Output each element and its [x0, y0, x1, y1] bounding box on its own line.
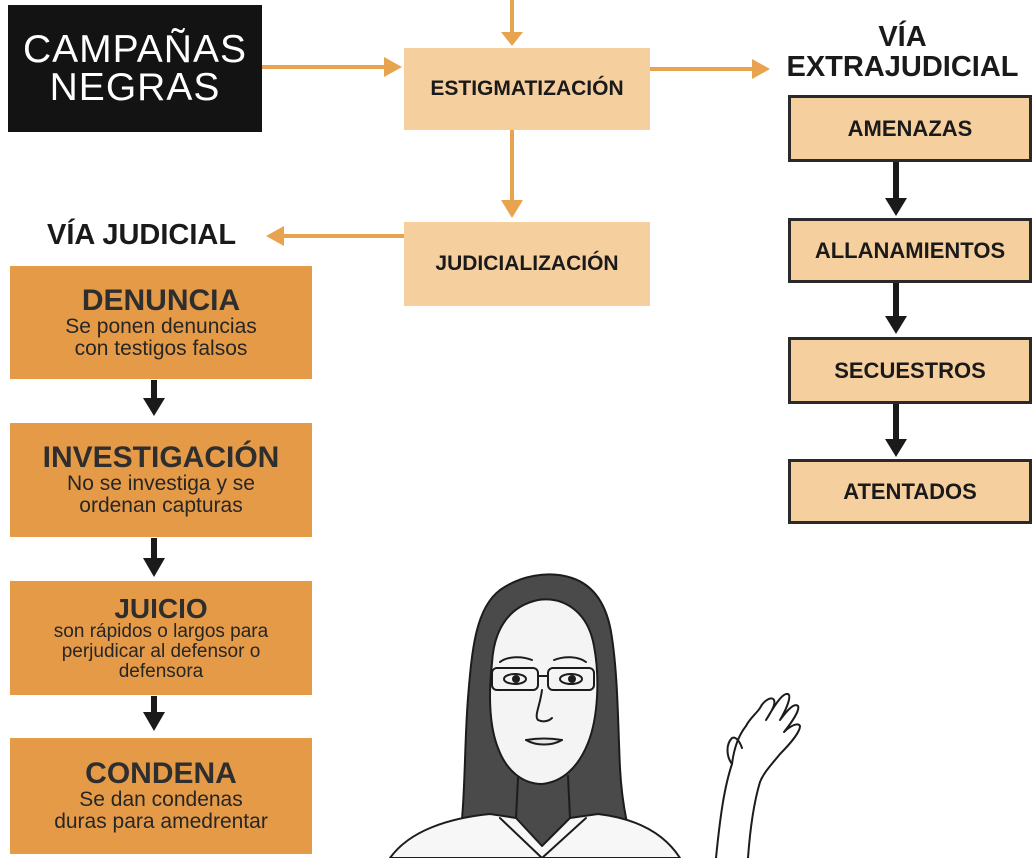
arrowhead-campanas: [384, 57, 402, 77]
judicial-step-condena: CONDENA Se dan condenas duras para amedr…: [10, 738, 312, 854]
neck-shape: [515, 775, 571, 819]
investigacion-title: INVESTIGACIÓN: [42, 441, 280, 474]
extrajudicial-step-amenazas: AMENAZAS: [788, 95, 1032, 162]
arrowhead-denuncia: [143, 398, 165, 416]
campanas-line2: NEGRAS: [49, 65, 221, 109]
arrowhead-via-judicial: [266, 226, 284, 246]
eye-left: [503, 673, 527, 685]
amenazas-label: AMENAZAS: [847, 115, 973, 141]
arrowhead-investigacion: [143, 558, 165, 577]
pupil-right: [568, 675, 576, 683]
arrowhead-extrajudicial: [752, 59, 770, 79]
juicio-line2: perjudicar al defensor o: [61, 640, 261, 662]
extrajudicial-step-atentados: ATENTADOS: [788, 459, 1032, 524]
investigacion-line2: ordenan capturas: [79, 494, 243, 517]
juicio-title: JUICIO: [114, 592, 208, 624]
extrajudicial-step-allanamientos: ALLANAMIENTOS: [788, 218, 1032, 283]
mouth-line: [525, 737, 563, 741]
face-shape: [489, 598, 599, 785]
condena-title: CONDENA: [85, 757, 237, 790]
campanas-line1: CAMPAÑAS: [23, 27, 247, 71]
nose: [535, 689, 553, 723]
judicial-step-denuncia: DENUNCIA Se ponen denuncias con testigos…: [10, 266, 312, 379]
via-extrajudicial-line1: VÍA: [878, 21, 927, 53]
eye-right: [559, 673, 583, 685]
estigmatizacion-box: ESTIGMATIZACIÓN: [404, 48, 650, 130]
via-judicial-heading: VÍA JUDICIAL: [47, 219, 237, 251]
condena-line2: duras para amedrentar: [54, 810, 268, 833]
via-extrajudicial-line2: EXTRAJUDICIAL: [786, 51, 1019, 83]
judicializacion-label: JUDICIALIZACIÓN: [435, 252, 619, 275]
denuncia-title: DENUNCIA: [81, 283, 241, 317]
brow-right: [553, 656, 587, 663]
judicial-step-investigacion: INVESTIGACIÓN No se investiga y se orden…: [10, 423, 312, 537]
arrowhead-amenazas: [885, 198, 907, 216]
collar-line: [499, 817, 587, 858]
extrajudicial-step-secuestros: SECUESTROS: [788, 337, 1032, 404]
shirt-shape: [389, 813, 681, 858]
glasses-left-lens: [491, 667, 539, 691]
investigacion-line1: No se investiga y se: [67, 472, 255, 495]
arrowhead-top: [501, 32, 523, 46]
estigmatizacion-label: ESTIGMATIZACIÓN: [430, 77, 624, 100]
thumb-shape: [726, 736, 743, 765]
campanas-negras-box: CAMPAÑAS NEGRAS: [8, 5, 262, 132]
pupil-left: [512, 675, 520, 683]
arrowhead-allanamientos: [885, 316, 907, 334]
glasses-right-lens: [547, 667, 595, 691]
juicio-line3: defensora: [118, 660, 204, 682]
mouth: [525, 739, 563, 746]
judicial-step-juicio: JUICIO son rápidos o largos para perjudi…: [10, 581, 312, 695]
denuncia-line1: Se ponen denuncias: [65, 314, 257, 338]
juicio-line1: son rápidos o largos para: [53, 620, 269, 642]
arrowhead-secuestros: [885, 439, 907, 457]
woman-illustration: [389, 573, 801, 858]
atentados-label: ATENTADOS: [843, 478, 977, 504]
judicializacion-box: JUDICIALIZACIÓN: [404, 222, 650, 306]
via-extrajudicial-heading: VÍA EXTRAJUDICIAL: [770, 22, 1035, 82]
secuestros-label: SECUESTROS: [834, 357, 986, 383]
arrowhead-juicio: [143, 712, 165, 731]
arrowhead-judicializacion: [501, 200, 523, 218]
hand-shape: [715, 692, 801, 858]
allanamientos-label: ALLANAMIENTOS: [814, 237, 1006, 263]
denuncia-line2: con testigos falsos: [74, 336, 248, 360]
brow-left: [499, 656, 533, 663]
condena-line1: Se dan condenas: [79, 788, 243, 811]
